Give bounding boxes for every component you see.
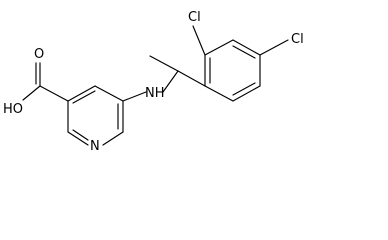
bond-c3-c4-inner — [232, 45, 256, 59]
bond-c5-c6-inner — [232, 82, 256, 96]
bond-c2-cl — [192, 25, 206, 56]
bond-c3-c4 — [232, 39, 261, 56]
bond-c6-c1 — [204, 85, 234, 102]
carbonyl-oxygen-label: O — [34, 47, 44, 62]
bond-c3-c4-inner — [72, 90, 96, 104]
ring-nitrogen-label: N — [90, 139, 100, 154]
bond-c4-cl — [259, 39, 289, 56]
bond-c5-c6 — [232, 85, 261, 102]
carboxylic-acid-group — [22, 62, 69, 102]
chloro-ortho-label: Cl — [188, 10, 201, 25]
bond-c2-c3 — [204, 39, 234, 56]
amine-linker — [122, 55, 206, 102]
bond-c6-n1 — [102, 131, 124, 146]
dichlorophenyl-ring — [192, 25, 289, 102]
chloro-para-label: Cl — [291, 32, 304, 47]
bond-ch-methyl — [149, 55, 179, 72]
pyridine-ring — [67, 85, 124, 146]
bond-n1-c2-inner — [72, 129, 89, 141]
bond-c-oh — [22, 85, 41, 101]
bond-c-ring-to-carboxyl — [39, 85, 69, 102]
bond-c6-nh — [122, 91, 147, 102]
hydroxyl-label: HO — [3, 102, 23, 117]
bond-c4-c5 — [94, 85, 124, 102]
bond-n1-c2 — [67, 131, 89, 146]
bond-ch-ring — [177, 70, 206, 87]
chemical-structure: O HO N NH Cl Cl — [3, 10, 304, 154]
bond-c3-c4 — [67, 85, 96, 102]
bond-nh-ch — [162, 70, 179, 93]
amine-label: NH — [145, 86, 165, 101]
